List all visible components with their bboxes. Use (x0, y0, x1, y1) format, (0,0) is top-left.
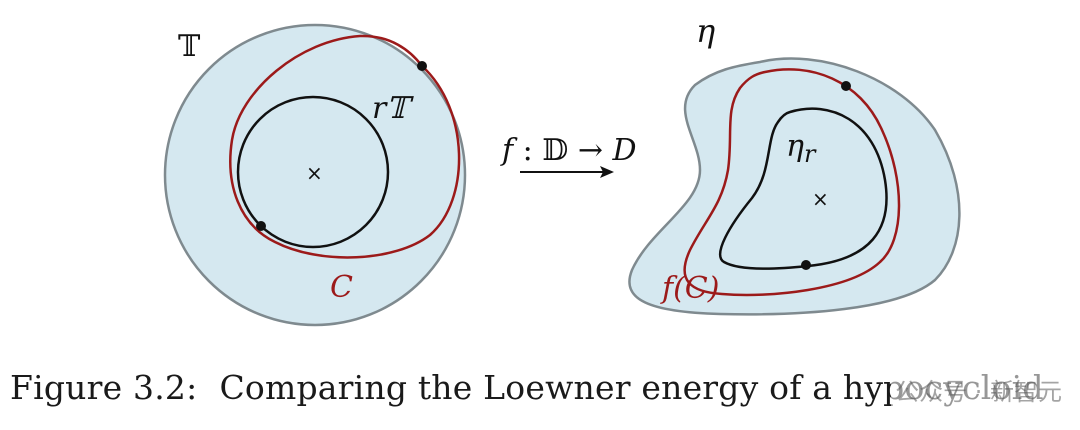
domain-d (628, 57, 961, 316)
inner-curve-label: ηr (786, 129, 817, 168)
center-marker: × (306, 161, 323, 185)
inner-circle-label: r𝕋 (372, 91, 414, 126)
marked-point (256, 221, 266, 231)
curve-c-label: C (330, 270, 353, 305)
inner-circle-rt (236, 95, 390, 249)
curve-c (229, 34, 461, 259)
curve-fc (683, 68, 901, 297)
marked-point (841, 81, 851, 91)
right-panel: η ηr f(C) × (628, 12, 961, 316)
boundary-label-eta: η (696, 12, 715, 50)
marked-point (801, 260, 811, 270)
boundary-label-t: 𝕋 (178, 29, 201, 64)
figure-caption: Figure 3.2:Comparing the Loewner energy … (10, 368, 1044, 407)
watermark: 公众号 · 新智元 (891, 372, 1066, 407)
unit-disk (163, 23, 467, 327)
center-marker: × (812, 187, 829, 211)
left-panel: 𝕋 r𝕋 C × (163, 23, 467, 327)
curve-eta-r (718, 107, 888, 270)
figure-diagram: 𝕋 r𝕋 C × f : 𝔻 → D η ηr f(C) × (163, 12, 961, 327)
curve-fc-label: f(C) (660, 271, 719, 306)
map-arrow: f : 𝔻 → D (500, 133, 637, 178)
arrow-head (600, 166, 614, 178)
marked-point (417, 61, 427, 71)
map-label: f : 𝔻 → D (500, 133, 637, 168)
figure-number: Figure 3.2: (10, 368, 198, 407)
